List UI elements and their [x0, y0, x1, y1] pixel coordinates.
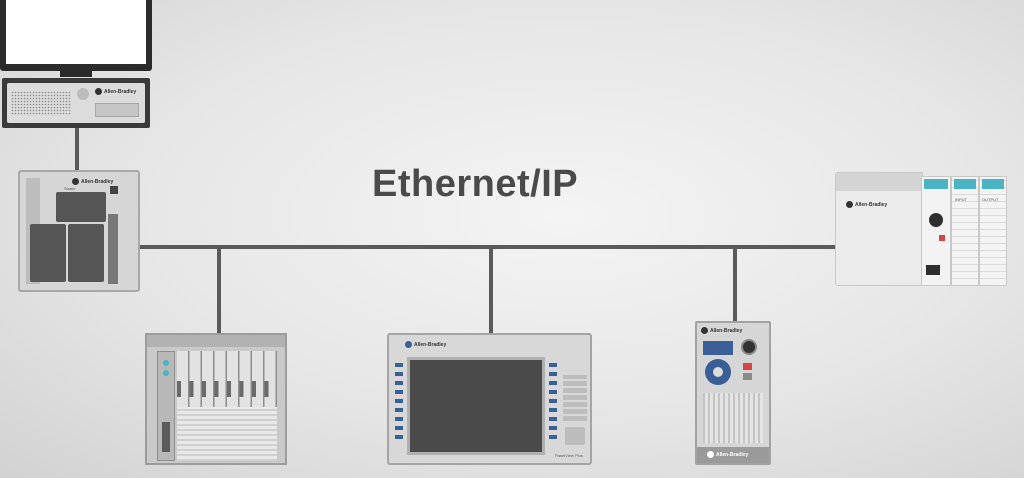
switch-port-block-top	[56, 192, 106, 222]
io-adapter-port	[162, 422, 170, 452]
computer-front-panel: Allen-Bradley	[7, 83, 145, 123]
plc-output-header	[982, 179, 1004, 189]
plc-sd-slot	[926, 265, 940, 275]
vfd-knob	[741, 339, 757, 355]
plc-input-label: INPUT	[955, 197, 967, 202]
vfd-vent-fins	[703, 393, 763, 443]
allen-bradley-logo-icon	[95, 88, 102, 95]
plc-key-switch-icon	[929, 213, 943, 227]
ethernet-bus-line	[137, 245, 837, 249]
plc-controller: Allen-Bradley INPUT OUTPUT	[835, 172, 1007, 288]
switch-sfp-column	[108, 214, 118, 284]
vfd-brand: Allen-Bradley	[701, 327, 742, 334]
allen-bradley-logo-icon	[405, 341, 412, 348]
allen-bradley-logo-icon	[72, 178, 79, 185]
monitor-stand	[60, 71, 92, 77]
hmi-keypad	[563, 375, 587, 421]
hmi-model: PanelView Plus	[555, 453, 583, 458]
plc-power-supply: Allen-Bradley	[835, 172, 923, 286]
plc-cpu-module	[921, 176, 951, 286]
vfd-dpad-center	[713, 367, 723, 377]
drop-line-drive	[733, 247, 737, 323]
plc-output-label: OUTPUT	[982, 197, 999, 202]
allen-bradley-logo-icon	[701, 327, 708, 334]
io-status-led	[163, 360, 169, 366]
uplink-line-workstation	[75, 126, 79, 172]
plc-status-led	[939, 235, 945, 241]
workstation: Allen-Bradley	[0, 0, 152, 130]
computer-drive-bay	[95, 103, 139, 117]
switch-model: Stratix	[64, 186, 76, 191]
hmi-panel: Allen-Bradley PanelView Plus	[387, 333, 592, 465]
plc-cpu-header	[924, 179, 948, 189]
monitor-screen	[6, 0, 146, 64]
plc-brand: Allen-Bradley	[846, 201, 887, 208]
io-rack-top-rail	[147, 335, 285, 347]
computer-power-indicator	[77, 88, 89, 100]
computer-chassis: Allen-Bradley	[2, 78, 150, 128]
plc-input-module: INPUT	[951, 176, 979, 286]
switch-port-block-right	[68, 224, 104, 282]
monitor	[0, 0, 152, 71]
io-wiring-area	[177, 407, 277, 461]
drop-line-hmi	[489, 247, 493, 335]
vfd-dpad	[705, 359, 731, 385]
io-status-led	[163, 370, 169, 376]
hmi-brand: Allen-Bradley	[405, 341, 446, 348]
ethernet-switch: Allen-Bradley Stratix	[18, 170, 140, 292]
io-rack-adapter	[157, 351, 175, 461]
switch-uplink-port	[110, 186, 118, 194]
allen-bradley-logo-icon	[846, 201, 853, 208]
hmi-function-keys-right	[549, 359, 557, 439]
vfd-drive: Allen-Bradley Allen-Bradley	[695, 321, 771, 465]
switch-brand: Allen-Bradley	[72, 178, 113, 185]
plc-input-header	[954, 179, 976, 189]
plc-output-module: OUTPUT	[979, 176, 1007, 286]
workstation-brand: Allen-Bradley	[95, 88, 136, 95]
io-terminal-row	[177, 381, 277, 397]
hmi-screen	[407, 357, 545, 455]
vfd-stop-button	[743, 363, 752, 370]
switch-port-block-left	[30, 224, 66, 282]
hmi-function-keys-left	[395, 359, 403, 439]
vfd-start-button	[743, 373, 752, 380]
vfd-brand-bottom: Allen-Bradley	[707, 451, 748, 458]
io-rack	[145, 333, 287, 465]
hmi-nav-pad	[565, 427, 585, 445]
drop-line-io-rack	[217, 247, 221, 335]
vfd-bottom-plate: Allen-Bradley	[697, 447, 769, 463]
plc-top-cap	[836, 173, 922, 191]
network-title: Ethernet/IP	[372, 163, 579, 205]
computer-vent-grill	[11, 91, 71, 115]
allen-bradley-logo-icon	[707, 451, 714, 458]
vfd-display	[703, 341, 733, 355]
